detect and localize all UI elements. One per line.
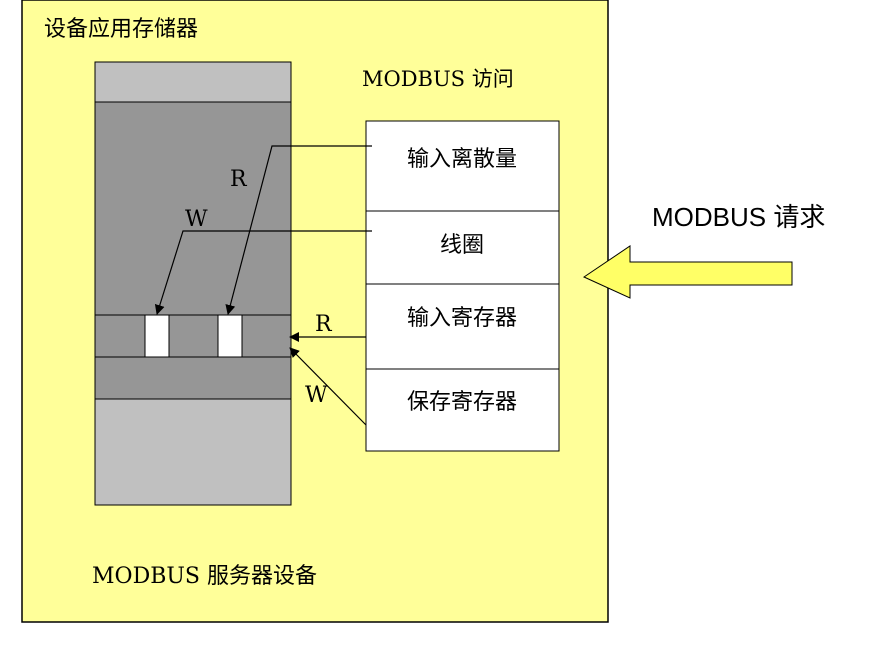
memory-block-active-row — [94, 314, 292, 358]
access-arrows — [154, 145, 372, 426]
label-input-registers-read: R — [315, 312, 333, 337]
table-holding-registers — [365, 368, 560, 452]
modbus-tables: 输入离散量 线圈 输入寄存器 保存寄存器 — [365, 120, 560, 452]
request-label: MODBUS 请求 — [652, 202, 825, 232]
label-coils-write: W — [185, 207, 208, 232]
table-input-registers — [365, 283, 560, 370]
arrow-holding-registers-write — [289, 347, 367, 426]
arrow-discrete-inputs-read — [225, 145, 372, 315]
memory-cell-right — [217, 314, 243, 358]
access-title: MODBUS 访问 — [362, 67, 514, 91]
label-holding-registers-write: W — [305, 383, 328, 408]
table-coils — [365, 210, 560, 285]
server-label: MODBUS 服务器设备 — [92, 564, 317, 589]
arrow-coils-write — [154, 230, 372, 315]
memory-title: 设备应用存储器 — [44, 17, 198, 42]
memory-block-dark-upper — [94, 101, 292, 316]
memory-block-dark-lower — [94, 356, 292, 400]
request-arrow — [582, 245, 793, 299]
memory-cell-left — [144, 314, 170, 358]
table-label-discrete-inputs: 输入离散量 — [407, 147, 517, 172]
table-label-input-registers: 输入寄存器 — [407, 306, 517, 331]
memory-block-top — [94, 61, 292, 103]
table-label-coils: 线圈 — [440, 233, 484, 258]
application-memory — [94, 61, 292, 506]
label-discrete-inputs-read: R — [230, 167, 248, 192]
memory-block-bottom — [94, 398, 292, 506]
table-label-holding-registers: 保存寄存器 — [407, 390, 517, 415]
